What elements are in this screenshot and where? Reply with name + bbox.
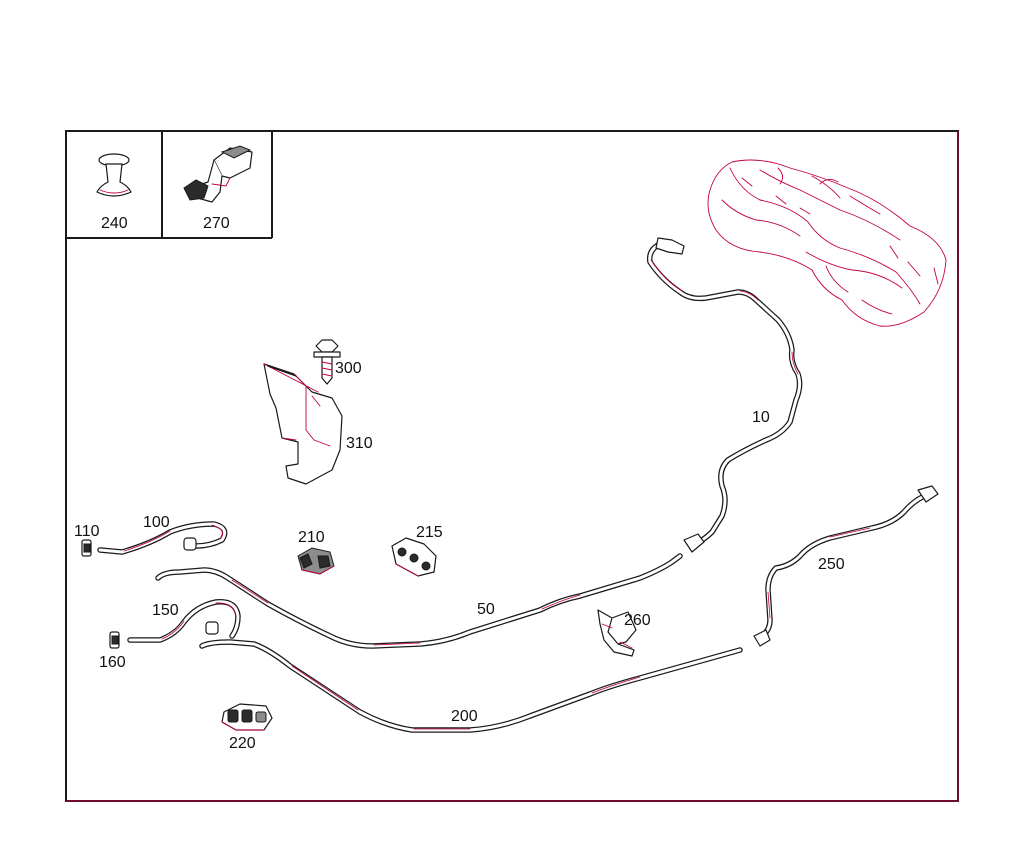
tube-150[interactable] [127, 599, 241, 643]
label-150: 150 [152, 602, 179, 619]
tube-100[interactable] [97, 521, 228, 555]
label-200: 200 [451, 708, 478, 725]
part-220-clamp[interactable] [221, 703, 273, 731]
label-310: 310 [346, 435, 373, 452]
label-100: 100 [143, 514, 170, 531]
part-300-bolt[interactable] [313, 339, 341, 385]
part-240-rivet[interactable] [96, 153, 132, 197]
label-110: 110 [74, 523, 100, 540]
part-215-clamp[interactable] [391, 537, 437, 577]
fuel-tank [707, 159, 947, 327]
part-160-clip[interactable] [109, 631, 120, 649]
part-110-clip[interactable] [81, 539, 92, 557]
label-220: 220 [229, 735, 256, 752]
diagram-frame [65, 130, 959, 802]
part-260-bracket[interactable] [597, 609, 637, 657]
label-215: 215 [416, 524, 443, 541]
label-240: 240 [101, 215, 128, 232]
tube-50[interactable] [155, 553, 683, 649]
label-50: 50 [477, 601, 495, 618]
label-10: 10 [752, 409, 770, 426]
label-270: 270 [203, 215, 230, 232]
label-160: 160 [99, 654, 126, 671]
tube-200[interactable] [199, 639, 743, 733]
part-310-shield[interactable] [263, 363, 343, 485]
part-210-clamp[interactable] [297, 547, 335, 575]
label-260: 260 [624, 612, 651, 629]
part-270-bracket[interactable] [183, 145, 253, 203]
label-210: 210 [298, 529, 325, 546]
tube-10[interactable] [646, 237, 803, 553]
label-300: 300 [335, 360, 362, 377]
tube-250[interactable] [753, 485, 939, 647]
label-250: 250 [818, 556, 845, 573]
